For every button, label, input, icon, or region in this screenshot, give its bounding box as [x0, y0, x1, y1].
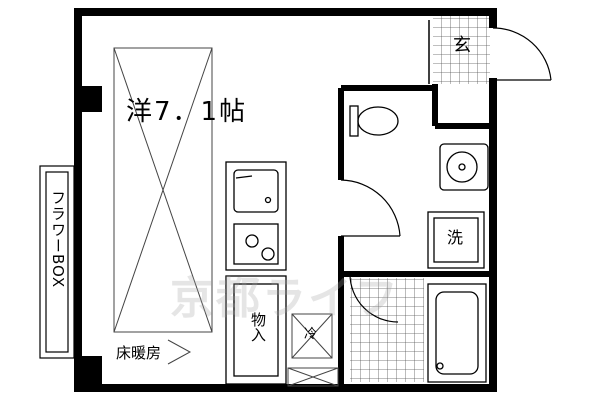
storage-label: 物入	[249, 312, 267, 342]
fridge-space	[287, 313, 339, 387]
wall-post	[80, 356, 102, 384]
flower-box-label: フラワーBOX	[49, 190, 67, 289]
fridge-label: 冷	[304, 327, 318, 342]
entrance-label: 玄	[453, 35, 471, 56]
toilet	[349, 105, 399, 137]
floor-heating-label: 床暖房	[116, 344, 162, 362]
bath-tub	[427, 283, 487, 383]
flower-box	[39, 165, 75, 359]
washer-label: 洗	[447, 228, 464, 247]
shower-floor	[350, 278, 424, 382]
entrance-floor	[433, 16, 490, 84]
wash-basin	[439, 143, 489, 191]
doors	[340, 27, 552, 323]
walls	[74, 8, 497, 392]
washer-space	[427, 211, 485, 269]
floor-heating-area	[113, 47, 213, 365]
wall-post	[80, 86, 102, 112]
kitchen-counter	[225, 161, 287, 271]
storage-closet	[225, 275, 287, 385]
watermark: 京都ライフ	[170, 273, 400, 324]
room-main-label: 洋7．1帖	[126, 97, 248, 127]
